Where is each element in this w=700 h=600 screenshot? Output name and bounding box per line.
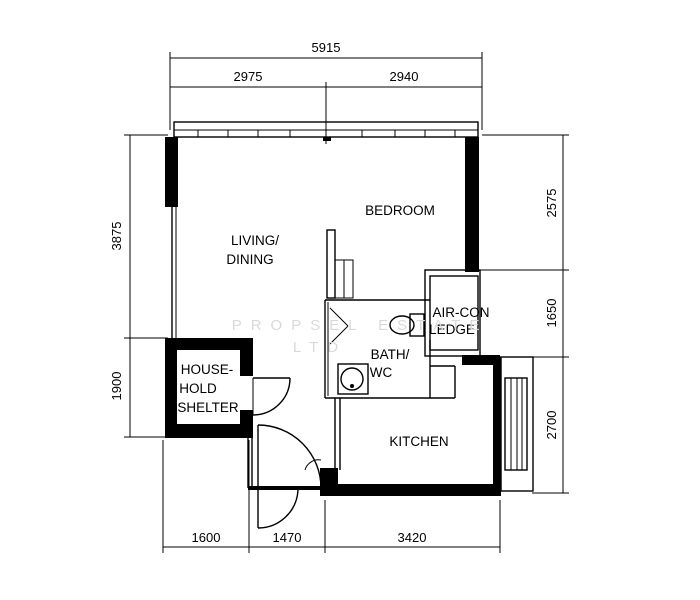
watermark-line-2: LTD — [293, 339, 347, 356]
dim-right-middle: 1650 — [544, 299, 559, 328]
room-label-living-dining-1: LIVING/ — [231, 233, 279, 248]
dim-left-upper: 3875 — [109, 222, 124, 251]
dim-bottom-middle: 1470 — [273, 530, 302, 545]
room-label-kitchen: KITCHEN — [389, 434, 448, 449]
walls — [165, 137, 501, 496]
dim-bottom-left: 1600 — [192, 530, 221, 545]
partitions — [324, 229, 481, 470]
room-label-household-1: HOUSE- — [181, 362, 234, 377]
dim-right-top: 2575 — [544, 189, 559, 218]
room-label-living-dining-2: DINING — [226, 252, 273, 267]
room-label-bath-2: WC — [370, 365, 393, 380]
watermark-line-1: PROPSEL ESTATE — [232, 317, 489, 334]
room-label-bath-1: BATH/ — [371, 347, 410, 362]
room-label-aircon-1: AIR-CON — [433, 305, 490, 320]
room-label-household-2: HOLD — [179, 381, 217, 396]
room-label-bedroom: BEDROOM — [365, 203, 435, 218]
bathroom-fixtures — [337, 313, 425, 395]
kitchen-counter — [493, 356, 534, 492]
dim-top-total: 5915 — [312, 40, 341, 55]
doors — [252, 377, 322, 529]
dim-top-left: 2975 — [234, 69, 263, 84]
top-window — [173, 121, 479, 141]
dimension-lines — [124, 52, 569, 553]
room-label-household-3: SHELTER — [177, 400, 239, 415]
dim-right-bottom: 2700 — [544, 411, 559, 440]
dim-bottom-right: 3420 — [398, 530, 427, 545]
dim-left-lower: 1900 — [109, 372, 124, 401]
dim-top-right: 2940 — [390, 69, 419, 84]
room-label-aircon-2: LEDGE — [429, 322, 475, 337]
